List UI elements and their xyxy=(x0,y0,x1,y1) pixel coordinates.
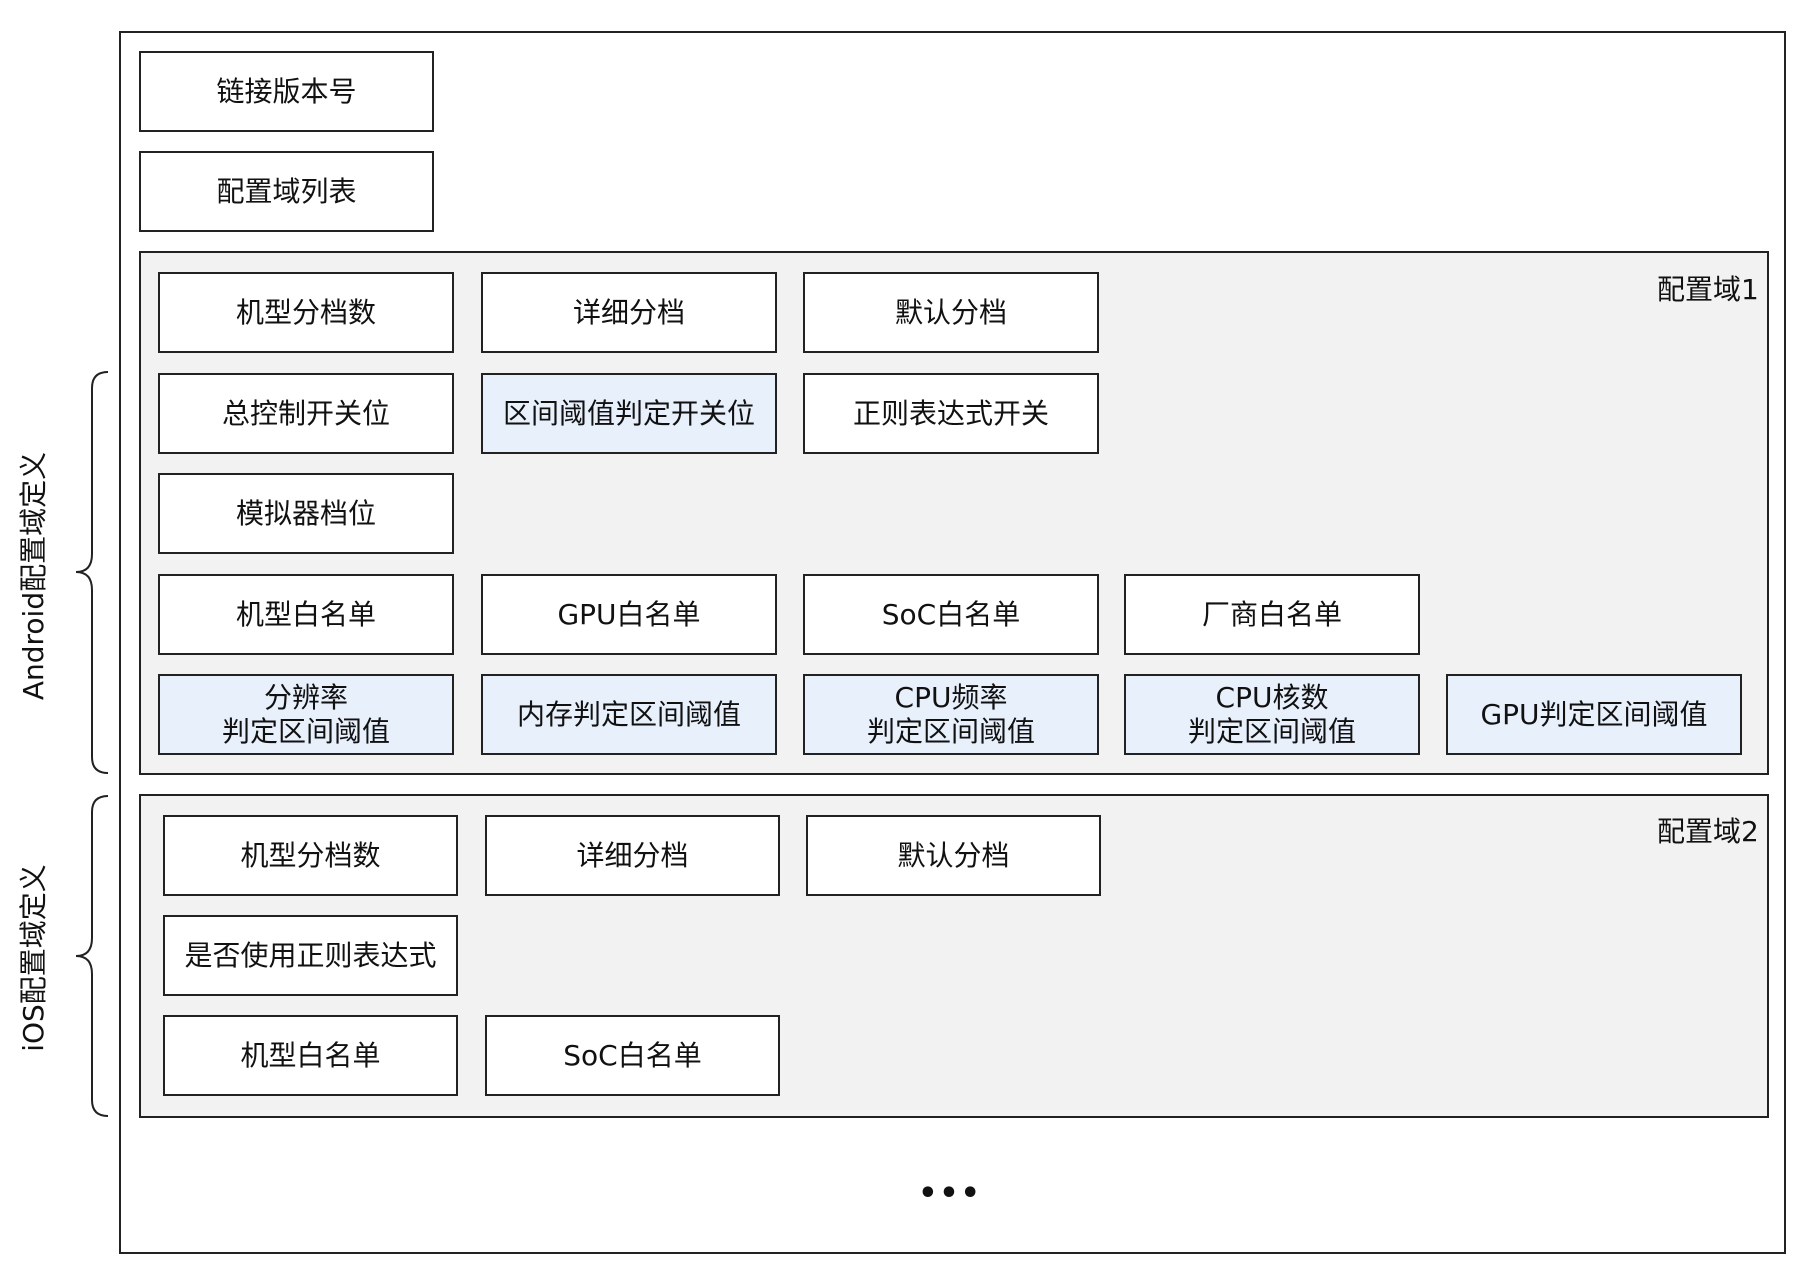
d1-default-tier: 默认分档 xyxy=(803,272,1099,353)
d2-default-tier-label: 默认分档 xyxy=(897,838,1010,872)
more-ellipsis: ••• xyxy=(918,1176,982,1211)
d1-model-whitelist: 机型白名单 xyxy=(158,574,454,655)
d1-vendor-whitelist-label: 厂商白名单 xyxy=(1201,597,1342,631)
d1-vendor-whitelist: 厂商白名单 xyxy=(1124,574,1420,655)
link-version-box: 链接版本号 xyxy=(139,51,434,132)
d1-emulator-tier-label: 模拟器档位 xyxy=(235,496,376,530)
d1-regex-switch: 正则表达式开关 xyxy=(803,373,1099,454)
d2-use-regex: 是否使用正则表达式 xyxy=(163,915,458,996)
d1-model-whitelist-label: 机型白名单 xyxy=(235,597,376,631)
d2-model-whitelist-label: 机型白名单 xyxy=(240,1038,381,1072)
d2-model-whitelist: 机型白名单 xyxy=(163,1015,458,1096)
d1-emulator-tier: 模拟器档位 xyxy=(158,473,454,554)
android-domain-definition-label: Android配置域定义 xyxy=(17,451,50,701)
d1-gpu-threshold: GPU判定区间阈值 xyxy=(1446,674,1742,755)
d2-soc-whitelist: SoC白名单 xyxy=(485,1015,780,1096)
d2-detailed-tier: 详细分档 xyxy=(485,815,780,896)
d1-master-switch: 总控制开关位 xyxy=(158,373,454,454)
d1-soc-whitelist-label: SoC白名单 xyxy=(881,597,1021,631)
d1-range-threshold-switch-label: 区间阈值判定开关位 xyxy=(502,396,755,430)
d1-detailed-tier: 详细分档 xyxy=(481,272,777,353)
config-domain-list-label: 配置域列表 xyxy=(216,174,357,208)
link-version-label: 链接版本号 xyxy=(216,74,357,108)
d1-memory-threshold-label: 内存判定区间阈值 xyxy=(516,697,741,731)
d1-memory-threshold: 内存判定区间阈值 xyxy=(481,674,777,755)
d1-resolution-threshold: 分辨率 判定区间阈值 xyxy=(158,674,454,755)
config-domain-1-title: 配置域1 xyxy=(1657,273,1759,306)
d1-cpu-cores-threshold-line1: CPU核数 xyxy=(1215,680,1329,714)
d1-regex-switch-label: 正则表达式开关 xyxy=(852,396,1049,430)
android-brace xyxy=(75,371,109,774)
d1-model-tier-count-label: 机型分档数 xyxy=(235,295,376,329)
d1-cpu-cores-threshold: CPU核数 判定区间阈值 xyxy=(1124,674,1420,755)
d2-default-tier: 默认分档 xyxy=(806,815,1101,896)
d1-cpu-frequency-threshold-line1: CPU频率 xyxy=(894,680,1008,714)
d1-cpu-frequency-threshold: CPU频率 判定区间阈值 xyxy=(803,674,1099,755)
d2-model-tier-count-label: 机型分档数 xyxy=(240,838,381,872)
d2-model-tier-count: 机型分档数 xyxy=(163,815,458,896)
d1-model-tier-count: 机型分档数 xyxy=(158,272,454,353)
d1-soc-whitelist: SoC白名单 xyxy=(803,574,1099,655)
d1-cpu-cores-threshold-line2: 判定区间阈值 xyxy=(1187,714,1356,748)
d1-resolution-threshold-line1: 分辨率 xyxy=(263,680,348,714)
d1-gpu-whitelist-label: GPU白名单 xyxy=(557,597,701,631)
d1-default-tier-label: 默认分档 xyxy=(894,295,1007,329)
d1-resolution-threshold-line2: 判定区间阈值 xyxy=(221,714,390,748)
d2-detailed-tier-label: 详细分档 xyxy=(576,838,689,872)
d2-use-regex-label: 是否使用正则表达式 xyxy=(184,938,437,972)
config-domain-list-box: 配置域列表 xyxy=(139,151,434,232)
d1-gpu-threshold-label: GPU判定区间阈值 xyxy=(1480,697,1708,731)
d2-soc-whitelist-label: SoC白名单 xyxy=(563,1038,702,1072)
ios-brace xyxy=(75,795,109,1117)
d1-master-switch-label: 总控制开关位 xyxy=(221,396,390,430)
d1-cpu-frequency-threshold-line2: 判定区间阈值 xyxy=(866,714,1035,748)
d1-range-threshold-switch: 区间阈值判定开关位 xyxy=(481,373,777,454)
ios-domain-definition-label: iOS配置域定义 xyxy=(17,864,50,1052)
d1-gpu-whitelist: GPU白名单 xyxy=(481,574,777,655)
d1-detailed-tier-label: 详细分档 xyxy=(572,295,685,329)
config-domain-2-title: 配置域2 xyxy=(1657,815,1759,848)
